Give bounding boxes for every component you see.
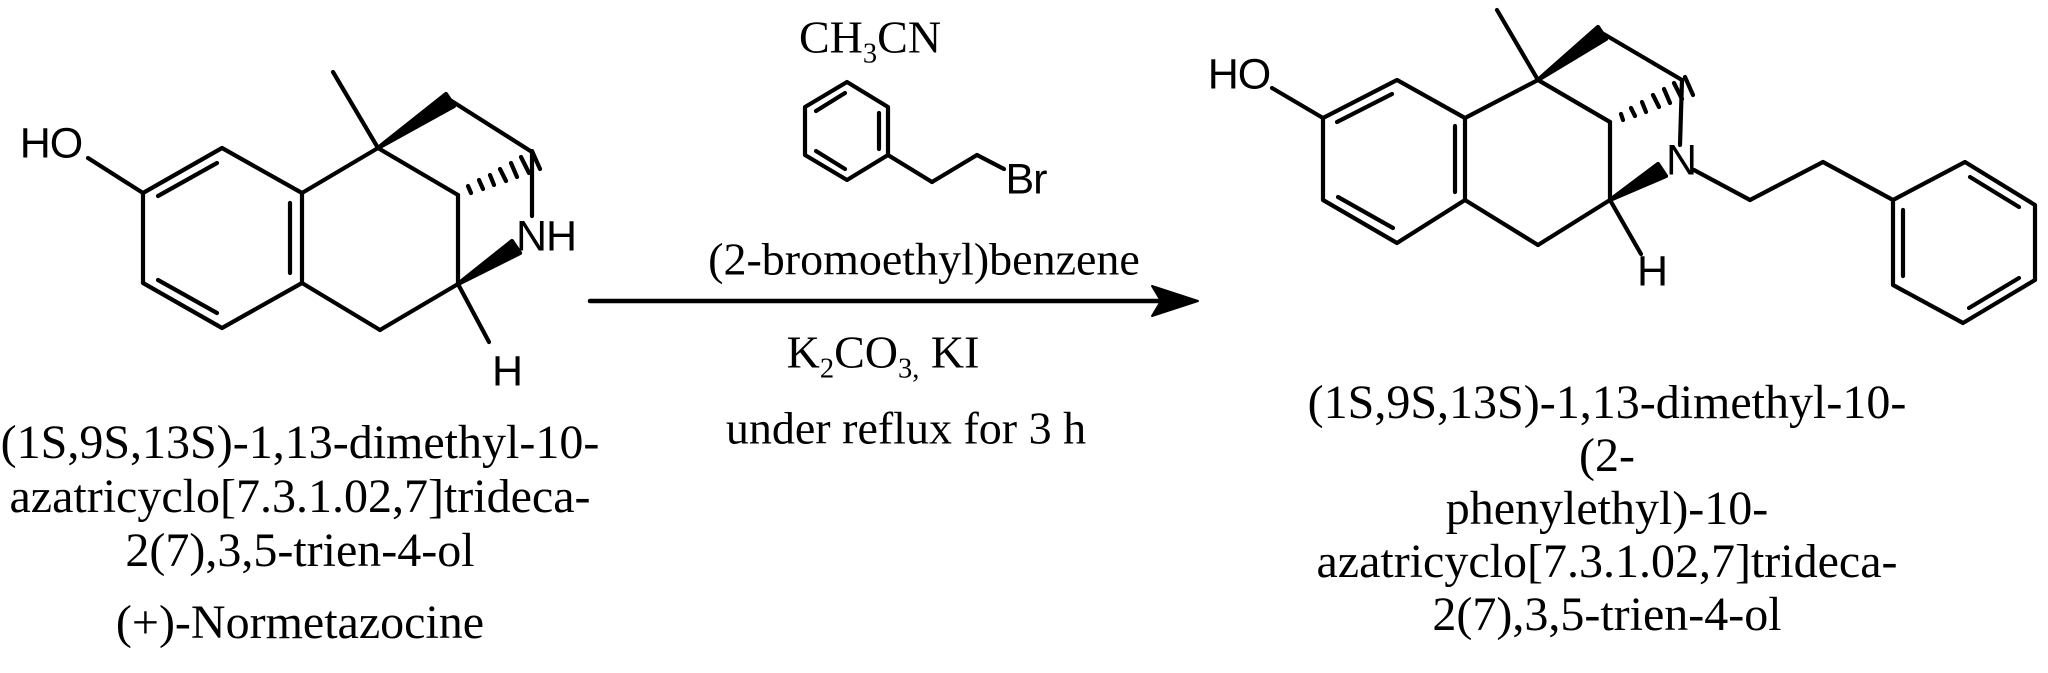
stereo-h-label-right: H (1636, 247, 1668, 296)
iupac-name-line: phenylethyl)-10- (1445, 482, 1769, 535)
bromine-label: Br (1005, 155, 1048, 204)
common-name: (+)-Normetazocine (115, 596, 485, 649)
hashed-bond (465, 148, 543, 196)
wedge-bond (375, 91, 457, 151)
phenazocine-structure (1269, 7, 2038, 326)
wedge-bond (1535, 24, 1609, 83)
amine-nh-label-left: NH (515, 212, 577, 261)
stereo-h-label-left: H (491, 347, 523, 396)
iupac-name-line: azatricyclo[7.3.1.02,7]trideca- (9, 470, 591, 523)
common-name: (+)-Phenazocine (1300, 665, 1914, 673)
hydroxyl-label-right: HO (1207, 50, 1271, 99)
hashed-bond (1618, 74, 1696, 123)
iupac-name-line: azatricyclo[7.3.1.02,7]trideca- (1316, 535, 1898, 588)
normetazocine-structure (85, 69, 543, 345)
right-compound-caption: (1S,9S,13S)-1,13-dimethyl-10-(2- phenyle… (1300, 376, 1914, 673)
reaction-arrow (587, 285, 1199, 317)
iupac-name-line: (1S,9S,13S)-1,13-dimethyl-10- (0, 416, 600, 469)
iupac-name-line: (1S,9S,13S)-1,13-dimethyl-10-(2- (1307, 376, 1907, 482)
bromoethylbenzene-structure (802, 79, 1007, 185)
reaction-conditions: under reflux for 3 h (725, 402, 1087, 454)
wedge-bond (1607, 161, 1669, 203)
amine-n-label-right: N (1665, 136, 1697, 185)
wedge-bond (455, 238, 523, 287)
iupac-name-line: 2(7),3,5-trien-4-ol (125, 524, 475, 577)
left-compound-caption: (1S,9S,13S)-1,13-dimethyl-10- azatricycl… (0, 416, 600, 650)
reagent-name: (2-bromoethyl)benzene (708, 233, 1140, 285)
iupac-name-line: 2(7),3,5-trien-4-ol (1432, 588, 1782, 641)
solvent-formula: CH3CN (798, 11, 942, 70)
base-formula: K2CO3, KI (786, 326, 980, 385)
hydroxyl-label-left: HO (19, 119, 83, 168)
